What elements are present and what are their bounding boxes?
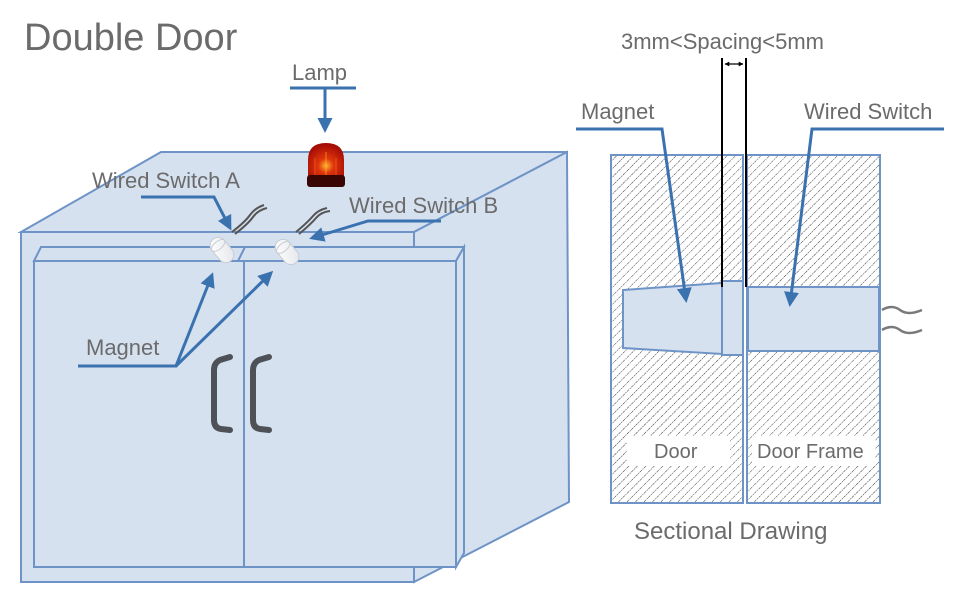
section-magnet-arrow: [576, 127, 692, 303]
section-switch-arrow: [784, 127, 944, 307]
lamp-label: Lamp: [292, 60, 347, 85]
lamp-icon: [307, 143, 345, 187]
wired-switch-a-icon: [209, 204, 268, 264]
page-title: Double Door: [24, 17, 238, 59]
wired-switch-b-icon: [274, 207, 331, 266]
spacing-label: 3mm<Spacing<5mm: [621, 29, 824, 54]
wired-switch-section: [747, 286, 880, 352]
magnet-arrow-b: [174, 270, 274, 368]
door-frame-label: Door Frame: [757, 441, 864, 463]
left-handle-icon: [211, 354, 233, 433]
switch-a-arrow: [141, 195, 232, 231]
sectional-drawing-caption: Sectional Drawing: [634, 518, 827, 545]
wired-switch-b-label: Wired Switch B: [349, 193, 498, 218]
door-label: Door: [654, 441, 698, 463]
left-door: [33, 260, 245, 568]
section-switch-label: Wired Switch: [804, 99, 932, 124]
magnet-label: Magnet: [86, 335, 159, 360]
magnet-section: [622, 281, 723, 356]
cabinet: [17, 150, 571, 584]
wired-switch-a-label: Wired Switch A: [92, 168, 240, 193]
sectional-drawing: [610, 58, 923, 504]
right-handle-icon: [250, 354, 272, 433]
right-door: [243, 260, 457, 568]
section-magnet-label: Magnet: [581, 99, 654, 124]
switch-b-arrow: [309, 219, 441, 242]
wire-icon: [881, 305, 923, 315]
